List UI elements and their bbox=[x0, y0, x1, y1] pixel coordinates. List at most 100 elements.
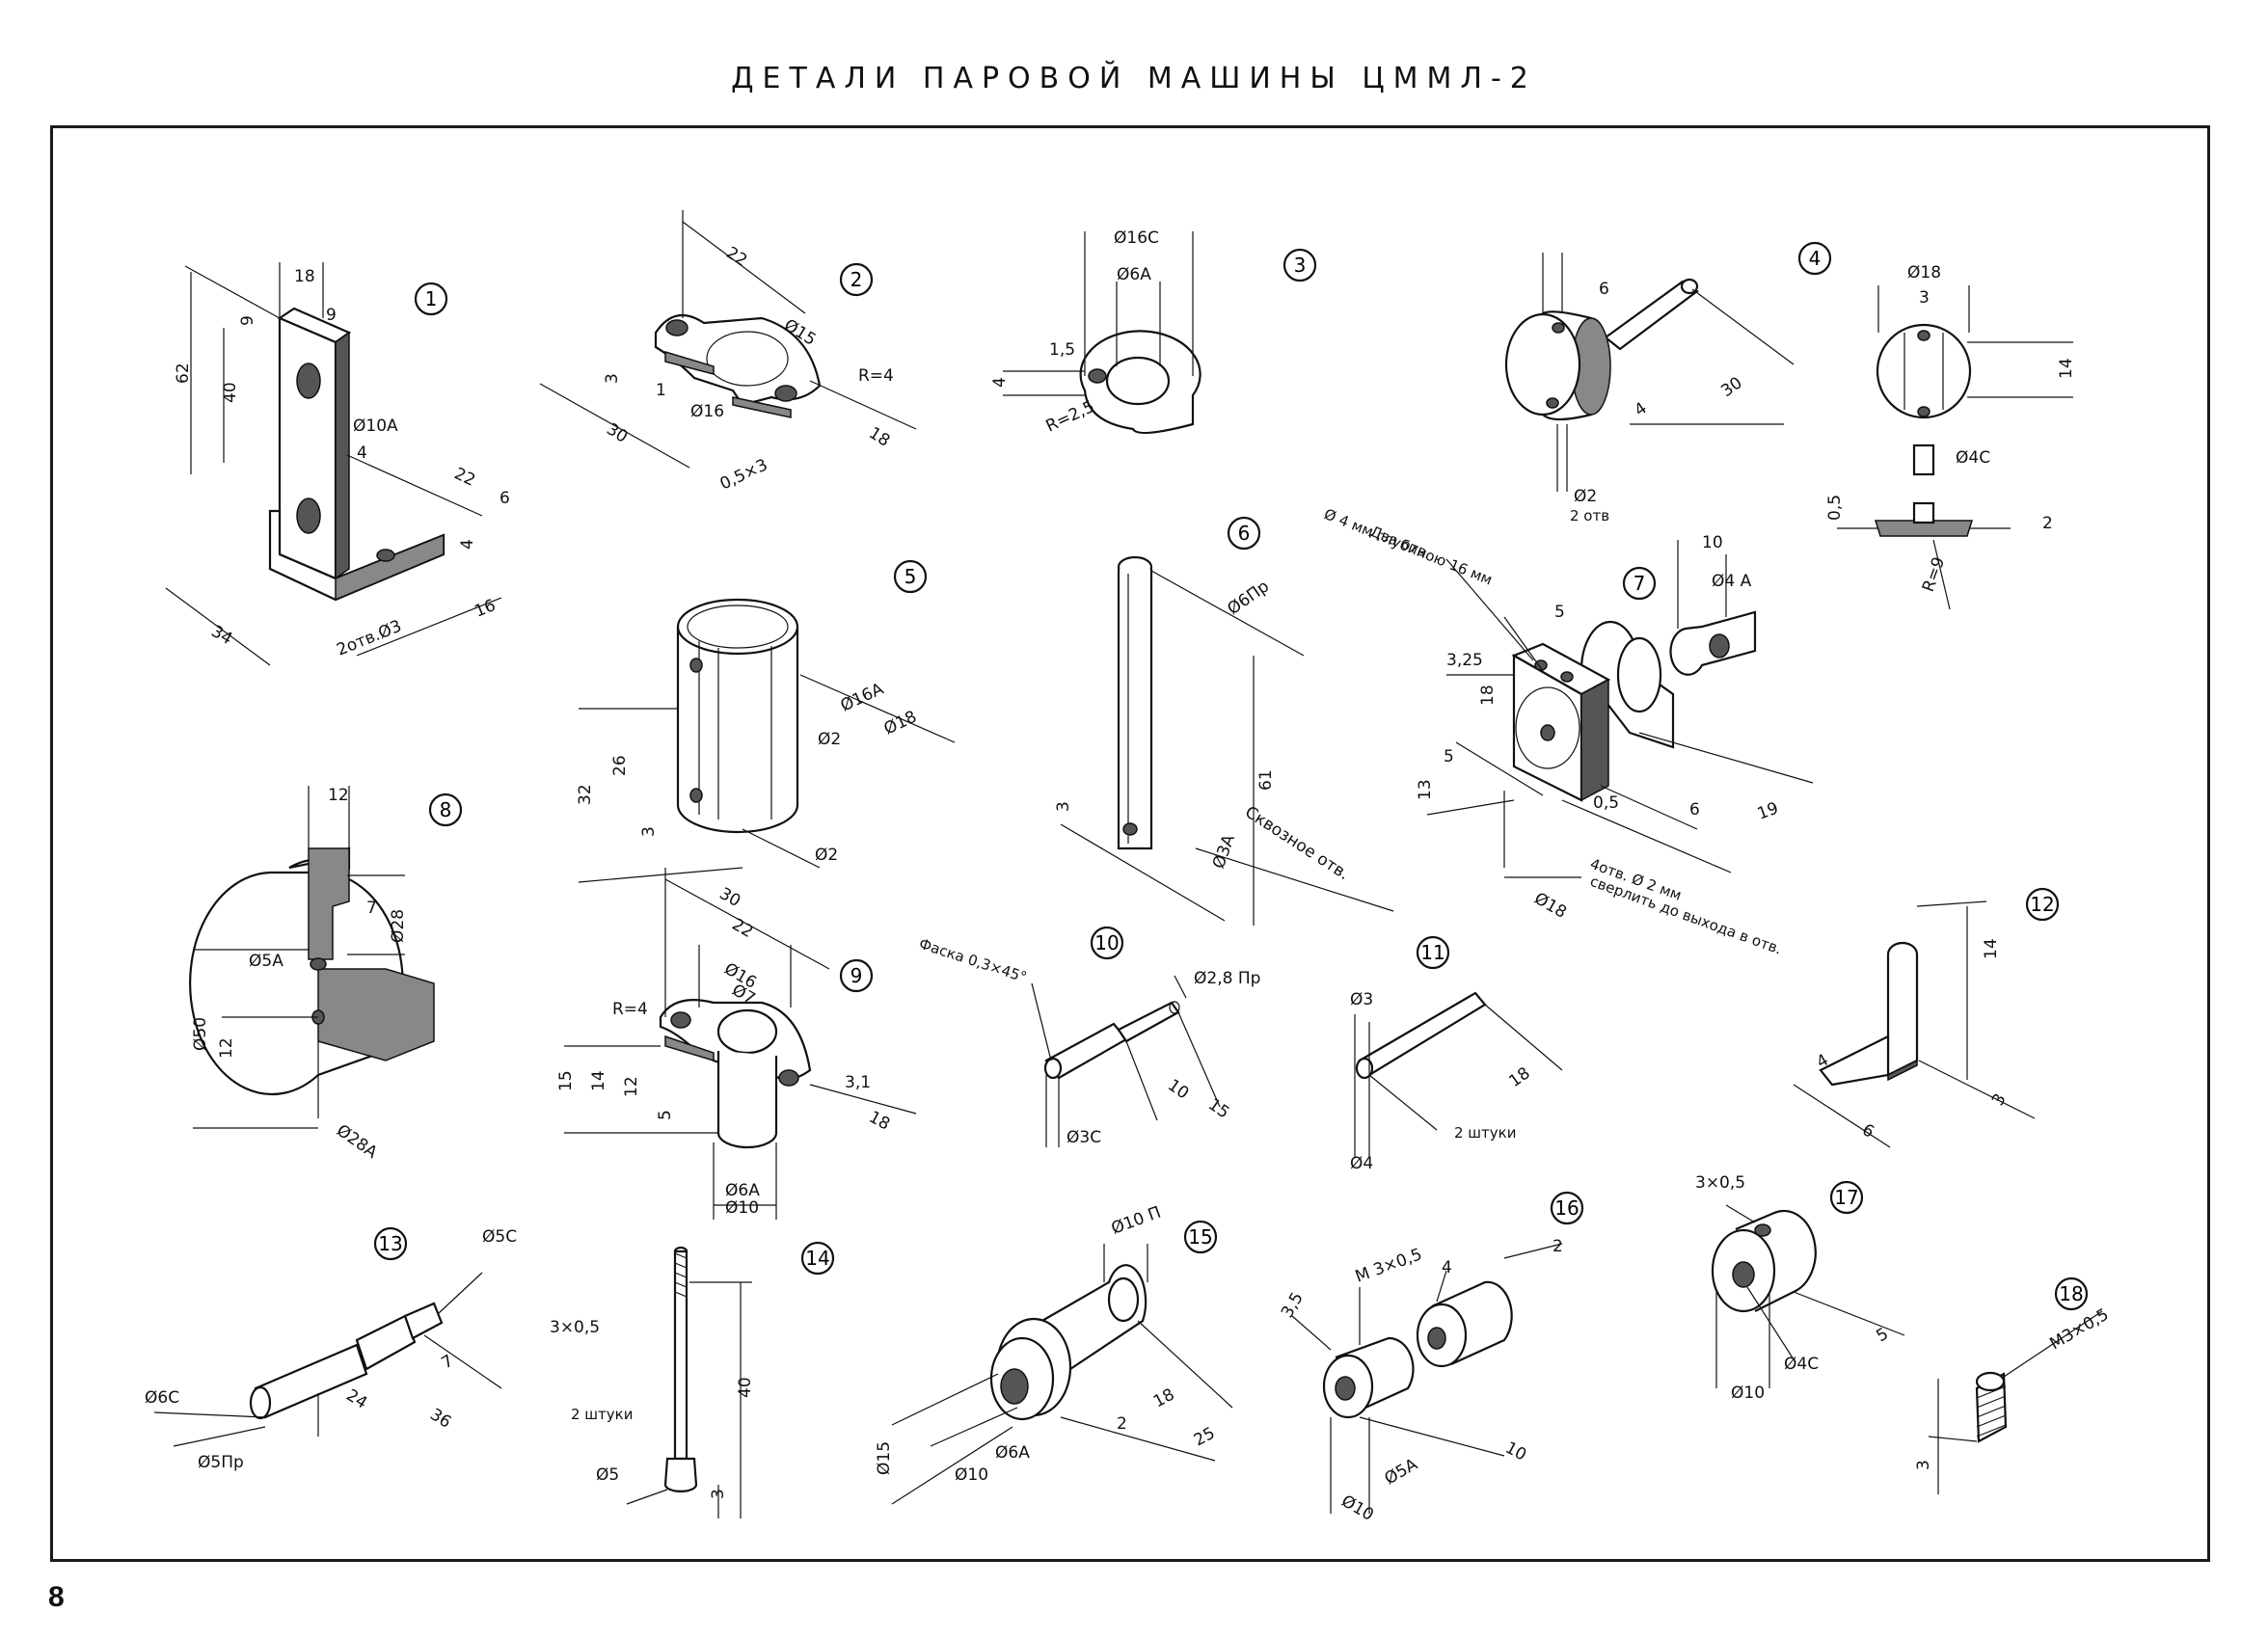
dim-6-a: Ø6Пр bbox=[1224, 577, 1273, 619]
dim-8-d: Ø5A bbox=[249, 952, 284, 971]
dim-8-b: 7 bbox=[366, 899, 377, 918]
dim-3-a: Ø16C bbox=[1114, 228, 1159, 248]
dim-2-d: 1 bbox=[656, 381, 666, 400]
part-1-l-bracket bbox=[165, 262, 502, 666]
dim-10-b: Ø2,8 Пр bbox=[1194, 969, 1260, 988]
dim-18-b: 3 bbox=[1914, 1460, 1933, 1470]
dim-16-a: М 3×0,5 bbox=[1353, 1245, 1425, 1286]
dim-4-a: 6 bbox=[1599, 280, 1609, 299]
dim-13-c: 24 bbox=[342, 1385, 370, 1412]
dim-7-d: Ø4 A bbox=[1712, 572, 1752, 591]
dim-4-d: Ø2 bbox=[1574, 487, 1597, 506]
dim-3-e: R=2,5 bbox=[1043, 397, 1098, 437]
dim-3-b: Ø6A bbox=[1117, 265, 1151, 284]
dim-11-d: Ø4 bbox=[1350, 1154, 1373, 1173]
part-4-crank bbox=[1504, 253, 1795, 492]
dim-6-e: Сквозное отв. bbox=[1241, 802, 1352, 884]
part-label-3: 3 bbox=[1282, 248, 1317, 282]
part-label-10: 10 bbox=[1090, 926, 1124, 960]
svg-text:9: 9 bbox=[850, 964, 863, 987]
dim-2-g: 18 bbox=[865, 423, 893, 450]
dim-5-c: Ø2 bbox=[818, 730, 841, 749]
part-label-8: 8 bbox=[428, 793, 463, 827]
part-label-9: 9 bbox=[839, 958, 874, 993]
svg-text:7: 7 bbox=[1634, 572, 1646, 595]
dim-15-a: Ø10 П bbox=[1109, 1203, 1164, 1239]
dim-7-l: 19 bbox=[1755, 799, 1781, 824]
part-8-disc bbox=[189, 786, 435, 1129]
part-11-pin bbox=[1354, 991, 1563, 1157]
dim-2-h: 0,5×3 bbox=[717, 455, 771, 494]
dim-5-g: Ø2 bbox=[815, 846, 838, 865]
part-3-washer bbox=[1003, 231, 1202, 435]
dim-1-slot: 40 bbox=[221, 382, 240, 403]
part-2-flange bbox=[539, 210, 917, 469]
part-17-collar bbox=[1711, 1204, 1905, 1388]
dim-13-f: Ø5Пр bbox=[198, 1453, 244, 1472]
dim-1-height: 62 bbox=[174, 363, 193, 384]
dim-7-o: сверлить до выхода в отв. bbox=[1588, 873, 1785, 958]
dim-10-a: Фаска 0,3×45° bbox=[917, 935, 1029, 986]
dim-1-a: 9 bbox=[326, 306, 337, 325]
part-label-7: 7 bbox=[1622, 566, 1657, 601]
dim-2-e: Ø16 bbox=[690, 402, 724, 421]
dim-10-c: 10 bbox=[1164, 1076, 1192, 1104]
svg-text:14: 14 bbox=[805, 1247, 829, 1270]
dim-14-e: 3 bbox=[709, 1489, 728, 1499]
dim-1-d: 4 bbox=[357, 443, 367, 463]
dim-1-e: 22 bbox=[451, 464, 478, 490]
dim-9-k: 18 bbox=[866, 1108, 893, 1135]
part-4-front-view bbox=[1837, 285, 2073, 610]
part-10-stepped-pin bbox=[1031, 975, 1221, 1147]
dim-7-k: 6 bbox=[1689, 800, 1700, 820]
dim-1-hole: Ø10A bbox=[353, 416, 398, 436]
dim-16-e: 10 bbox=[1502, 1438, 1529, 1465]
dim-18-a: М3×0,5 bbox=[2047, 1305, 2113, 1355]
dim-15-e: Ø10 bbox=[955, 1465, 988, 1485]
part-9-bushing bbox=[564, 868, 917, 1220]
dim-16-g: Ø5A bbox=[1382, 1455, 1421, 1489]
dim-17-d: Ø10 bbox=[1731, 1384, 1765, 1403]
dim-13-a: Ø5C bbox=[482, 1227, 517, 1247]
svg-text:11: 11 bbox=[1420, 941, 1444, 964]
dim-15-b: 18 bbox=[1150, 1385, 1177, 1412]
svg-text:1: 1 bbox=[425, 287, 438, 310]
svg-text:16: 16 bbox=[1554, 1196, 1579, 1220]
dim-4-h: 14 bbox=[2057, 358, 2076, 379]
dim-7-h: 5 bbox=[1444, 747, 1454, 766]
dim-9-l: Ø6A bbox=[725, 1181, 760, 1200]
dim-8-f: 12 bbox=[217, 1037, 236, 1059]
dim-12-a: 14 bbox=[1982, 938, 2001, 959]
part-label-12: 12 bbox=[2025, 887, 2060, 922]
dim-7-e: 5 bbox=[1554, 603, 1565, 622]
dim-9-i: 5 bbox=[656, 1110, 675, 1120]
dim-15-c: 25 bbox=[1191, 1424, 1218, 1451]
dim-4-e: 2 отв bbox=[1570, 507, 1609, 524]
part-label-5: 5 bbox=[893, 559, 928, 594]
part-12-lever bbox=[1793, 900, 2036, 1148]
dim-9-e: R=4 bbox=[612, 1000, 648, 1019]
svg-text:10: 10 bbox=[1094, 931, 1119, 954]
dim-2-r: R=4 bbox=[858, 366, 894, 386]
svg-text:12: 12 bbox=[2030, 893, 2054, 916]
dim-7-f: 3,25 bbox=[1446, 651, 1483, 670]
dim-4-j: 0,5 bbox=[1825, 495, 1845, 521]
dim-15-f: Ø6A bbox=[995, 1443, 1030, 1463]
dim-9-g: 14 bbox=[589, 1070, 608, 1091]
dim-1-h: 16 bbox=[472, 596, 499, 622]
svg-text:15: 15 bbox=[1188, 1225, 1212, 1249]
dim-5-f: 3 bbox=[639, 826, 659, 837]
part-label-17: 17 bbox=[1829, 1180, 1864, 1215]
dim-6-c: 3 bbox=[1054, 801, 1073, 812]
dim-17-a: 3×0,5 bbox=[1695, 1173, 1745, 1193]
dim-15-g: 2 bbox=[1117, 1414, 1127, 1434]
part-7-valve-block bbox=[1426, 558, 1814, 878]
dim-3-c: 1,5 bbox=[1049, 340, 1075, 360]
dim-9-f: 15 bbox=[556, 1070, 576, 1091]
dim-2-c: 3 bbox=[603, 373, 622, 384]
dim-15-d: Ø15 bbox=[875, 1441, 894, 1475]
dim-4-f: Ø18 bbox=[1907, 263, 1941, 282]
dim-8-c: Ø28 bbox=[389, 909, 408, 943]
dim-16-f: Ø10 bbox=[1338, 1491, 1377, 1525]
dim-14-d: Ø5 bbox=[596, 1465, 619, 1485]
